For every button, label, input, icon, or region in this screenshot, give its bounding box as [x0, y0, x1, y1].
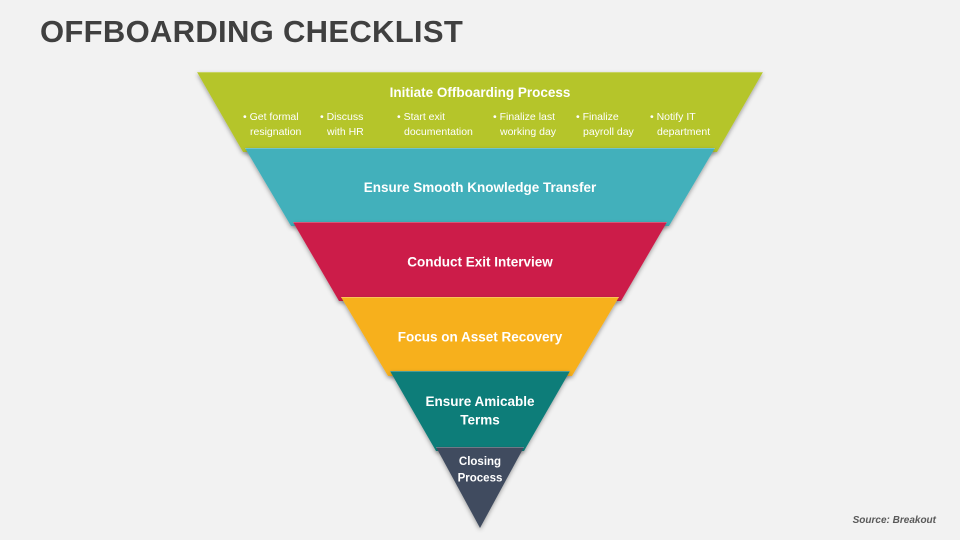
- bullet-item-3: • Start exit: [397, 111, 445, 123]
- funnel-band-6: [436, 447, 524, 528]
- funnel-level-3: Conduct Exit Interview: [293, 222, 667, 301]
- funnel-band-3: [293, 222, 667, 301]
- slide-title: OFFBOARDING CHECKLIST: [40, 14, 464, 49]
- bullet-item-6: • Notify IT: [650, 111, 696, 123]
- funnel-band-2: [245, 148, 715, 226]
- bullet-item-5: • Finalize: [576, 111, 619, 123]
- funnel-label-5-line-2: Terms: [460, 413, 500, 428]
- funnel-label-2: Ensure Smooth Knowledge Transfer: [364, 180, 597, 195]
- bullet-item-4-line-2: working day: [499, 126, 557, 138]
- funnel-band-1: [197, 72, 763, 152]
- funnel-label-4: Focus on Asset Recovery: [398, 330, 563, 345]
- funnel-label-5-line-1: Ensure Amicable: [425, 394, 535, 409]
- bullet-item-1: • Get formal: [243, 111, 299, 123]
- bullet-item-3-line-2: documentation: [404, 126, 473, 138]
- funnel-level-1: Initiate Offboarding Process • Get formal…: [197, 72, 763, 152]
- funnel-label-3: Conduct Exit Interview: [407, 255, 553, 270]
- funnel-band-5: [390, 371, 570, 451]
- bullet-item-6-line-2: department: [657, 126, 710, 138]
- funnel-label-6-line-1: Closing: [459, 456, 501, 468]
- bullet-item-2-line-2: with HR: [326, 126, 364, 138]
- bullet-item-1-line-2: resignation: [250, 126, 302, 138]
- funnel-level-2: Ensure Smooth Knowledge Transfer: [245, 148, 715, 226]
- bullet-item-5-line-2: payroll day: [583, 126, 635, 138]
- bullet-item-4: • Finalize last: [493, 111, 555, 123]
- source-note: Source: Breakout: [852, 515, 936, 526]
- funnel-label-6-line-2: Process: [458, 473, 503, 485]
- funnel-band-4: [341, 297, 619, 376]
- funnel-level-4: Focus on Asset Recovery: [341, 297, 619, 376]
- bullet-item-2: • Discuss: [320, 111, 363, 123]
- funnel-label-1: Initiate Offboarding Process: [390, 85, 571, 100]
